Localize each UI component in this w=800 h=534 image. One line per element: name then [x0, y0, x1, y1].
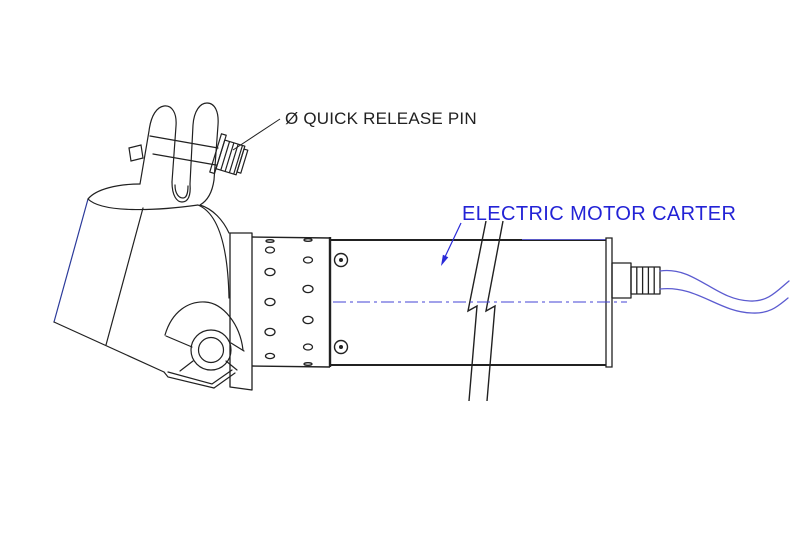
pivot-strap-line-1 [166, 336, 192, 347]
housing-top-face-lower-arc [88, 199, 198, 210]
collar-top-edge [252, 237, 330, 238]
collar-bottom-edge [252, 366, 330, 367]
housing-base-edge [54, 322, 164, 372]
cable-upper [660, 270, 789, 301]
motor-annotation: ELECTRIC MOTOR CARTER [441, 203, 736, 266]
vent-hole [265, 268, 275, 275]
clevis-fork [129, 103, 218, 205]
vent-hole [265, 328, 275, 335]
gland-ribbed-body [631, 267, 660, 294]
pin-rib-4 [234, 145, 243, 174]
vent-hole [304, 344, 313, 350]
cable-gland [612, 263, 660, 298]
clevis-slot-bottom [172, 182, 190, 202]
clevis-left-prong [140, 106, 176, 184]
pin-shaft-line-lower [153, 154, 216, 165]
break-line-right [486, 221, 503, 401]
pin-rib-1 [221, 141, 230, 170]
housing-top-face-upper-arc [88, 184, 140, 199]
vent-hole [304, 239, 312, 242]
vent-hole [303, 316, 313, 323]
pin-annotation: Ø QUICK RELEASE PIN [233, 109, 477, 150]
tube-break-lines [468, 221, 503, 401]
tube-end-cap [606, 238, 612, 367]
pin-rib-2 [225, 143, 234, 172]
cable-lower [660, 289, 788, 313]
pivot-strap-line-4 [226, 361, 237, 370]
motor-tube [330, 238, 612, 367]
vent-hole [304, 363, 312, 366]
break-line-left [468, 221, 486, 401]
vent-hole [303, 285, 313, 292]
pin-flange [210, 134, 226, 174]
vent-hole [266, 240, 274, 243]
pin-shaft-line-upper [150, 136, 218, 148]
left-stub-pin [129, 145, 143, 161]
motor-leader-arrowhead [441, 254, 449, 266]
gland-connector-block [612, 263, 631, 298]
pivot-outer-arc [165, 302, 243, 350]
housing-left-edge [54, 199, 88, 322]
perforated-collar [252, 237, 330, 367]
pin-label: Ø QUICK RELEASE PIN [285, 109, 477, 128]
clevis-right-prong [190, 103, 218, 184]
quick-release-pin [210, 134, 250, 181]
vent-holes [265, 239, 313, 366]
pin-label-leader-line [233, 119, 280, 150]
actuator-housing [54, 184, 235, 388]
tube-screw-bottom [335, 341, 348, 354]
pivot-strap-line-2 [231, 343, 244, 351]
housing-base-inner-edge [168, 370, 232, 384]
housing-base-bevel [214, 373, 235, 388]
vent-hole [265, 298, 275, 305]
motor-label: ELECTRIC MOTOR CARTER [462, 203, 736, 225]
flange-outline [230, 233, 252, 390]
pivot-bore [199, 338, 224, 363]
clevis-slot-inner-shadow [175, 185, 188, 198]
housing-sweep-edge [198, 205, 229, 298]
power-cables [660, 270, 789, 313]
pin-rib-3 [229, 144, 238, 173]
clevis-right-base-curve [200, 180, 214, 205]
motor-label-leader-line [444, 223, 461, 259]
mounting-flange [230, 233, 252, 390]
vent-hole [266, 353, 275, 358]
pivot-bearing [165, 302, 244, 371]
housing-base-thickness [164, 372, 214, 388]
pin-end-cap [237, 149, 248, 173]
tube-screw-top [335, 254, 348, 267]
housing-tangent-edge [106, 208, 143, 345]
housing-neck-right-edge [200, 205, 229, 233]
vent-hole [266, 247, 275, 253]
pivot-strap-line-3 [180, 361, 193, 371]
pivot-ring-outer [191, 330, 231, 370]
vent-hole [304, 257, 313, 263]
